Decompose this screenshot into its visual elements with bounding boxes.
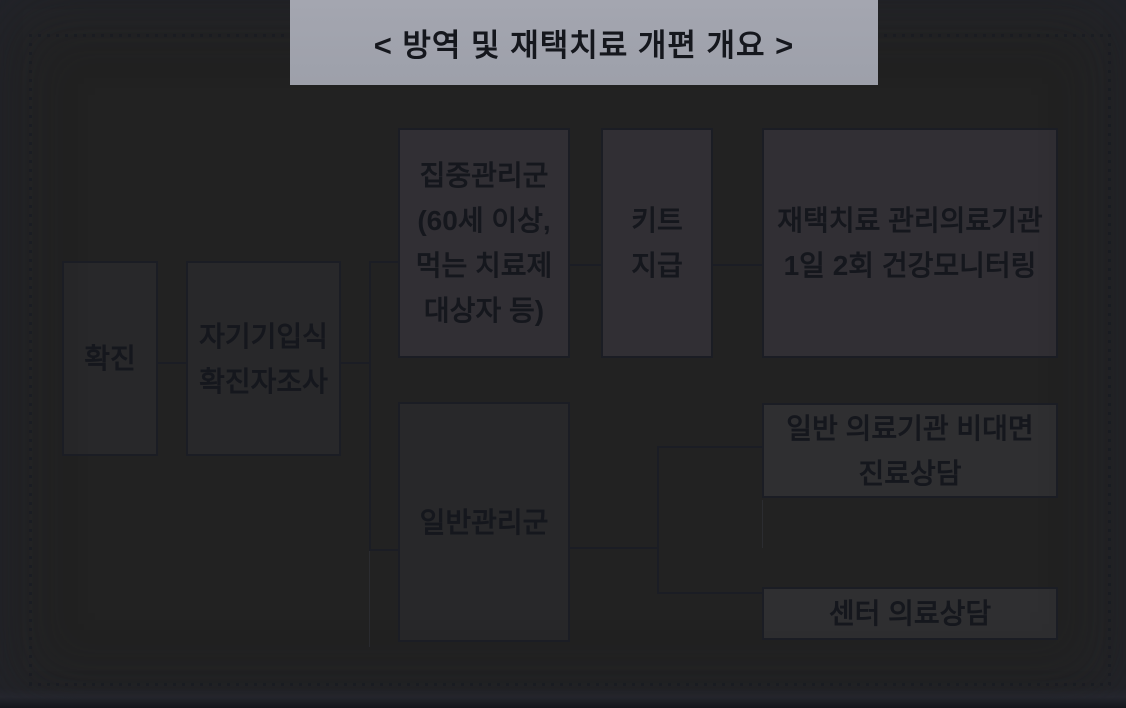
node-intensive-group: 집중관리군 (60세 이상, 먹는 치료제 대상자 등) (398, 128, 570, 358)
node-home-treatment-line1: 재택치료 관리의료기관 (777, 205, 1043, 236)
node-confirmed: 확진 (62, 261, 158, 456)
node-intensive-group-line3: 먹는 치료제 (415, 250, 553, 281)
node-center-consult: 센터 의료상담 (762, 587, 1058, 640)
node-general-clinic: 일반 의료기관 비대면 진료상담 (762, 403, 1058, 498)
connector-kit-hometreatment (713, 264, 762, 266)
connector-general-split2 (570, 547, 659, 549)
node-home-treatment: 재택치료 관리의료기관 1일 2회 건강모니터링 (762, 128, 1058, 358)
node-center-consult-label: 센터 의료상담 (828, 598, 992, 629)
node-general-group-label: 일반관리군 (419, 506, 549, 538)
node-self-survey-line1: 자기기입식 (199, 320, 328, 352)
node-confirmed-label: 확진 (84, 343, 136, 374)
split-line-main (369, 261, 371, 551)
node-kit-supply: 키트 지급 (601, 128, 713, 358)
node-intensive-group-line1: 집중관리군 (419, 160, 549, 191)
connector-survey-split (341, 362, 371, 364)
node-self-survey: 자기기입식 확진자조사 (186, 261, 341, 456)
node-home-treatment-line2: 1일 2회 건강모니터링 (783, 250, 1037, 281)
diagram-title: < 방역 및 재택치료 개편 개요 > (373, 28, 795, 63)
dotted-border-left (29, 34, 32, 686)
node-self-survey-line2: 확진자조사 (199, 365, 328, 397)
node-kit-supply-line2: 지급 (631, 250, 683, 281)
node-general-clinic-line2: 진료상담 (858, 457, 962, 489)
bottom-shadow (0, 688, 1126, 708)
node-kit-supply-line1: 키트 (631, 205, 683, 236)
dotted-border-bottom (29, 683, 1111, 686)
connector-split-intensive (369, 261, 398, 263)
dotted-border-right (1108, 34, 1111, 686)
node-general-group: 일반관리군 (398, 402, 570, 642)
connector-intensive-kit (570, 264, 602, 266)
node-intensive-group-line2: (60세 이상, (417, 205, 551, 236)
split-line-general (657, 446, 659, 594)
faint-line-below-general (369, 551, 370, 647)
node-general-clinic-line1: 일반 의료기관 비대면 (786, 412, 1034, 444)
connector-split2-clinic (657, 446, 762, 448)
title-box: < 방역 및 재택치료 개편 개요 > (290, 0, 878, 85)
node-intensive-group-line4: 대상자 등) (423, 295, 545, 326)
connector-confirmed-survey (158, 362, 186, 364)
connector-split2-center (657, 592, 762, 594)
connector-split-general (369, 549, 398, 551)
faint-line-below-clinic (762, 500, 763, 548)
